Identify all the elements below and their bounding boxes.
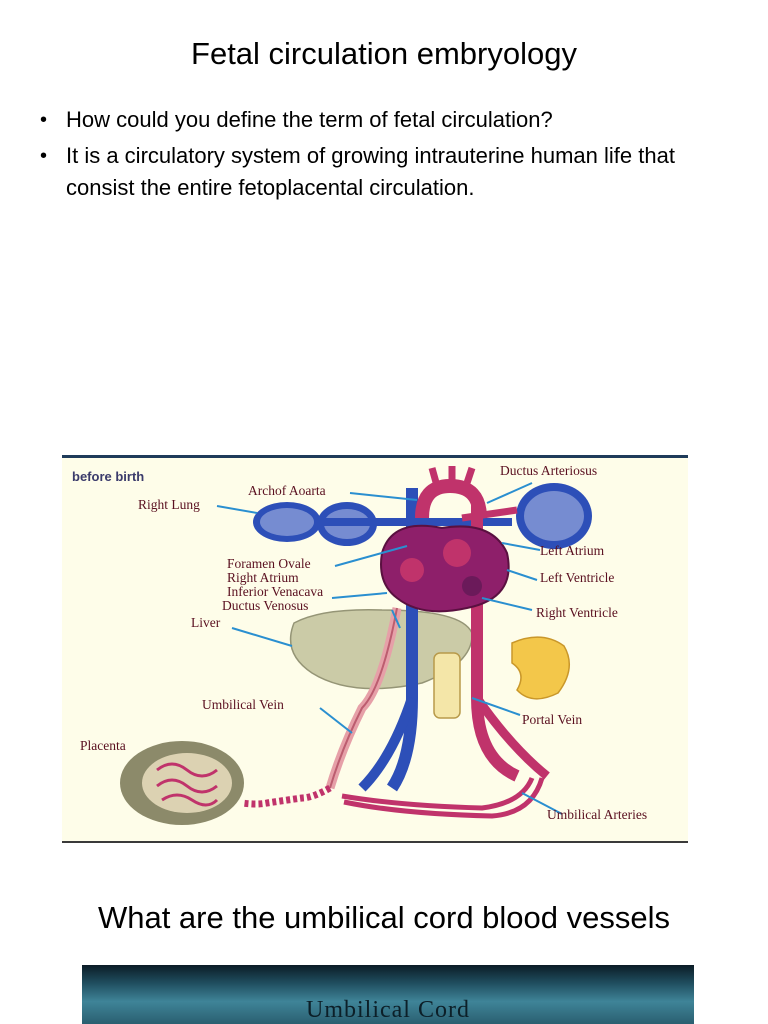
label-right-ventricle: Right Ventricle — [536, 605, 618, 620]
label-liver: Liver — [191, 615, 221, 630]
label-left-ventricle: Left Ventricle — [540, 570, 614, 585]
umbilical-cord-banner: Umbilical Cord — [82, 965, 694, 1024]
bullet-item: How could you define the term of fetal c… — [38, 104, 738, 136]
label-ductus-venosus: Ductus Venosus — [222, 598, 308, 613]
section-question-title: What are the umbilical cord blood vessel… — [0, 900, 768, 936]
bullet-item: It is a circulatory system of growing in… — [38, 140, 738, 204]
fetal-circulation-diagram: before birth Ductus Arteriosus Archof Ao… — [62, 455, 688, 843]
label-left-atrium: Left Atrium — [540, 543, 605, 558]
slide-title: Fetal circulation embryology — [0, 36, 768, 72]
placenta-shape — [120, 741, 244, 825]
banner-title: Umbilical Cord — [82, 997, 694, 1024]
label-right-lung: Right Lung — [138, 497, 200, 512]
label-foramen-ovale: Foramen Ovale — [227, 556, 311, 571]
label-umbilical-vein: Umbilical Vein — [202, 697, 284, 712]
intestine-shape — [434, 653, 460, 718]
left-lung-shape — [516, 483, 592, 549]
kidney-shape — [512, 637, 569, 699]
label-ductus-arteriosus: Ductus Arteriosus — [500, 463, 597, 478]
label-portal-vein: Portal Vein — [522, 712, 582, 727]
label-umbilical-arteries: Umbilical Arteries — [547, 807, 647, 822]
label-placenta: Placenta — [80, 738, 126, 753]
label-right-atrium: Right Atrium — [227, 570, 299, 585]
label-arch-of-aorta: Archof Aoarta — [248, 483, 326, 498]
diagram-illustration: before birth Ductus Arteriosus Archof Ao… — [62, 458, 688, 841]
label-before-birth: before birth — [72, 469, 144, 484]
bullet-list: How could you define the term of fetal c… — [38, 104, 738, 208]
label-inferior-venacava: Inferior Venacava — [227, 584, 323, 599]
